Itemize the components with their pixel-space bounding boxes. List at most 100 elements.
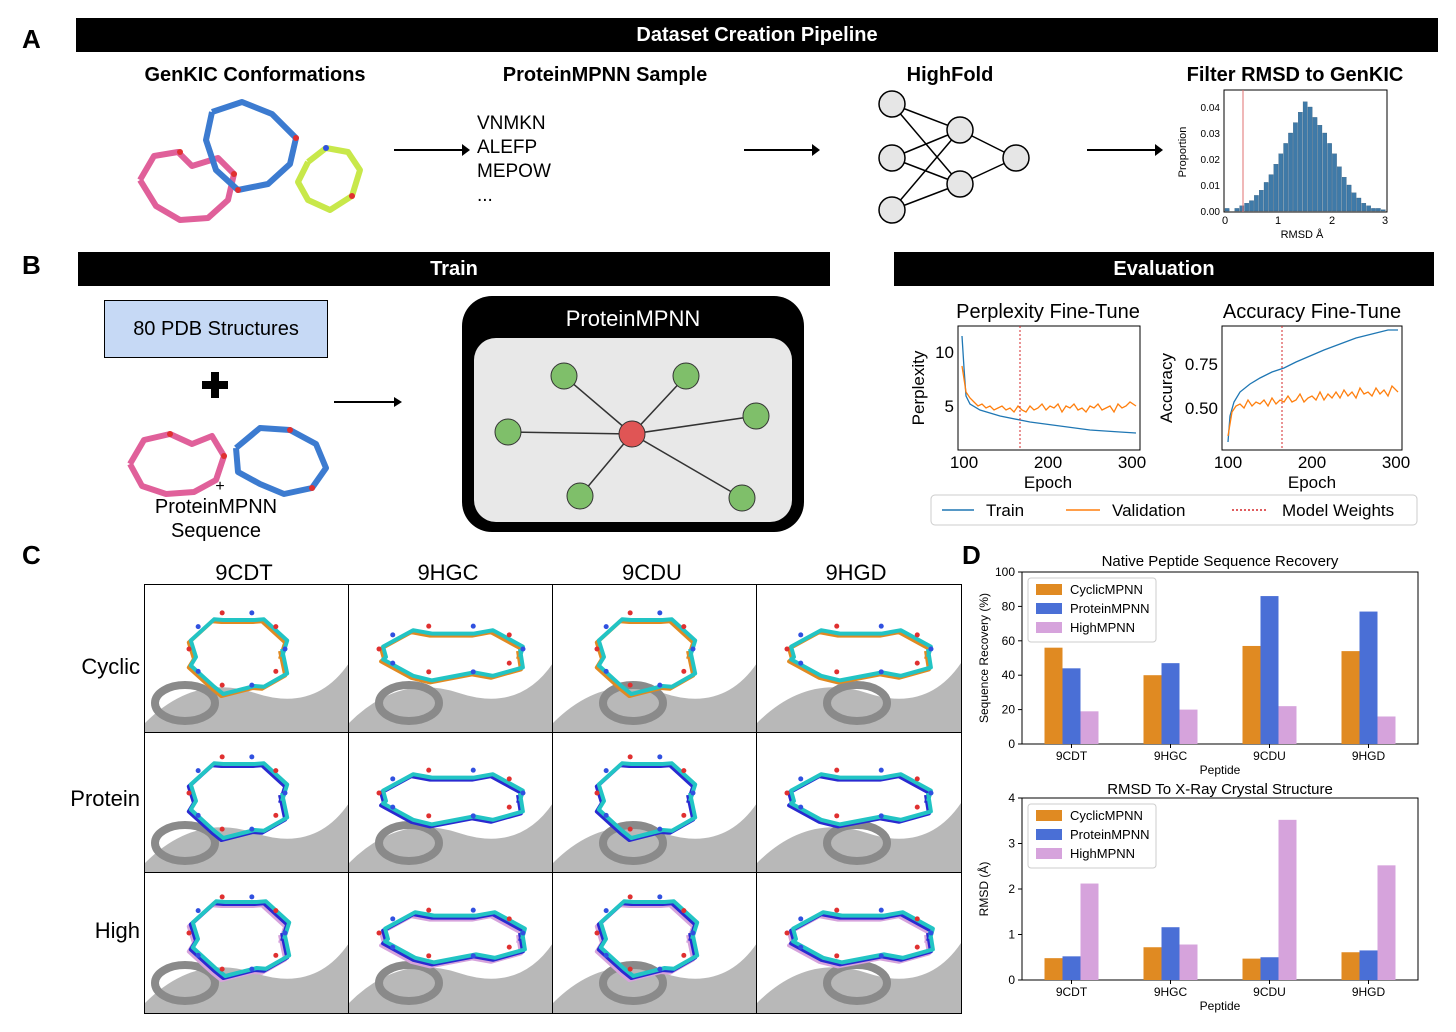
hist-bar xyxy=(1376,208,1381,212)
hist-bar xyxy=(1254,195,1259,212)
graph-center-node xyxy=(618,420,646,448)
panel-label-d: D xyxy=(962,540,981,570)
rmsd-chart: RMSD To X-Ray Crystal Structure012349CDT… xyxy=(976,781,1419,1013)
bar-highmpnn xyxy=(1080,883,1099,980)
evaluation-legend: Train Validation Model Weights xyxy=(930,494,1418,526)
hist-xtick: 2 xyxy=(1329,215,1335,227)
hist-ytick: 0.03 xyxy=(1201,129,1221,140)
bar-proteinmpnn xyxy=(1260,596,1279,744)
hist-bar xyxy=(1322,132,1328,212)
structure-cell xyxy=(144,584,350,734)
bar-proteinmpnn xyxy=(1062,956,1081,980)
hist-bar xyxy=(1332,153,1337,212)
legend-label: ProteinMPNN xyxy=(1070,827,1149,842)
structure-render xyxy=(757,907,961,1013)
hist-xtick: 0 xyxy=(1222,215,1228,227)
bar-cyclicmpnn xyxy=(1242,645,1261,744)
col-head-9hgd: 9HGD xyxy=(825,560,887,585)
x-tick-label: 9CDU xyxy=(1253,985,1286,999)
y-tick-label: 2 xyxy=(1008,882,1015,896)
y-tick-label: 80 xyxy=(1002,599,1016,613)
bar-cyclicmpnn xyxy=(1242,958,1261,980)
y-tick-label: 0 xyxy=(1008,737,1015,751)
hist-bar xyxy=(1263,182,1269,212)
hist-bar xyxy=(1278,153,1284,212)
bar-cyclicmpnn xyxy=(1341,651,1360,744)
bar-proteinmpnn xyxy=(1359,950,1378,980)
y-tick-label: 0 xyxy=(1008,973,1015,987)
x-tick: 200 xyxy=(1034,453,1062,472)
hist-xlabel: RMSD Å xyxy=(1281,228,1324,241)
structure-cell xyxy=(348,872,554,1014)
hist-bar xyxy=(1293,122,1298,212)
legend-label: HighMPNN xyxy=(1070,620,1135,635)
hist-ylabel: Proportion xyxy=(1177,127,1189,178)
plus-small: + xyxy=(215,478,225,495)
row-head-high: High xyxy=(94,918,140,943)
legend-swatch xyxy=(1036,810,1062,821)
step-genkic-title: GenKIC Conformations xyxy=(144,64,366,86)
panel-label-a: A xyxy=(22,24,41,54)
structure-render xyxy=(145,894,349,1013)
legend-label: CyclicMPNN xyxy=(1070,808,1143,823)
hist-bar xyxy=(1273,164,1279,212)
accuracy-train-line xyxy=(1227,329,1398,443)
plus-icon xyxy=(202,372,228,398)
hist-bar xyxy=(1337,166,1342,212)
chart-title: RMSD To X-Ray Crystal Structure xyxy=(1107,781,1333,798)
y-tick-label: 1 xyxy=(1008,928,1015,942)
legend-swatch xyxy=(1036,584,1062,595)
accuracy-ylabel: Accuracy xyxy=(1160,353,1176,423)
hist-bar xyxy=(1298,112,1303,212)
bar-proteinmpnn xyxy=(1260,957,1279,980)
pipeline-banner: Dataset Creation Pipeline xyxy=(76,18,1438,52)
hist-ytick: 0.01 xyxy=(1201,181,1221,192)
x-tick: 300 xyxy=(1382,453,1410,472)
y-tick: 0.50 xyxy=(1185,399,1218,418)
graph-node xyxy=(566,482,594,510)
row-head-protein: Protein xyxy=(70,786,140,811)
bar-highmpnn xyxy=(1278,706,1297,744)
genkic-molecules-illustration xyxy=(137,99,363,223)
hist-bar xyxy=(1249,200,1254,212)
graph-node xyxy=(728,484,756,512)
graph-node xyxy=(550,362,578,390)
perplexity-title: Perplexity Fine-Tune xyxy=(956,301,1140,323)
hist-ytick: 0.00 xyxy=(1201,207,1221,218)
hist-bar xyxy=(1239,205,1245,212)
panel-label-c: C xyxy=(22,540,41,570)
hist-bar xyxy=(1327,143,1332,212)
rmsd-histogram: 0 1 2 3 0.00 0.01 0.02 0.03 0.04 RMSD Å … xyxy=(1177,89,1388,241)
x-tick: 100 xyxy=(950,453,978,472)
neural-network-icon xyxy=(878,90,1030,224)
y-axis-label: RMSD (Å) xyxy=(976,862,991,917)
step-filter-title: Filter RMSD to GenKIC xyxy=(1186,64,1404,86)
bar-proteinmpnn xyxy=(1161,663,1180,744)
legend-swatch xyxy=(1036,622,1062,633)
structure-render xyxy=(757,767,961,873)
structure-render xyxy=(757,623,961,733)
hist-bar xyxy=(1259,190,1264,212)
y-tick-label: 4 xyxy=(1008,791,1015,805)
legend-swatch xyxy=(1036,848,1062,859)
arrow-2 xyxy=(744,144,820,156)
bar-proteinmpnn xyxy=(1161,927,1180,980)
structure-cell xyxy=(144,872,350,1014)
structure-cell xyxy=(756,732,962,874)
legend-model-weights: Model Weights xyxy=(1282,501,1394,520)
legend-swatch xyxy=(1036,829,1062,840)
chart-title: Native Peptide Sequence Recovery xyxy=(1102,553,1339,570)
x-tick-label: 9HGD xyxy=(1352,749,1386,763)
hist-xtick: 3 xyxy=(1382,215,1388,227)
structure-cell xyxy=(756,872,962,1014)
evaluation-banner: Evaluation xyxy=(894,252,1434,286)
accuracy-title: Accuracy Fine-Tune xyxy=(1223,301,1401,323)
col-head-9hgc: 9HGC xyxy=(417,560,479,585)
hist-bar xyxy=(1341,177,1347,212)
x-tick-label: 9CDT xyxy=(1056,749,1088,763)
hist-bar xyxy=(1366,205,1371,212)
bar-cyclicmpnn xyxy=(1143,947,1162,980)
legend-label: CyclicMPNN xyxy=(1070,582,1143,597)
x-tick: 100 xyxy=(1214,453,1242,472)
